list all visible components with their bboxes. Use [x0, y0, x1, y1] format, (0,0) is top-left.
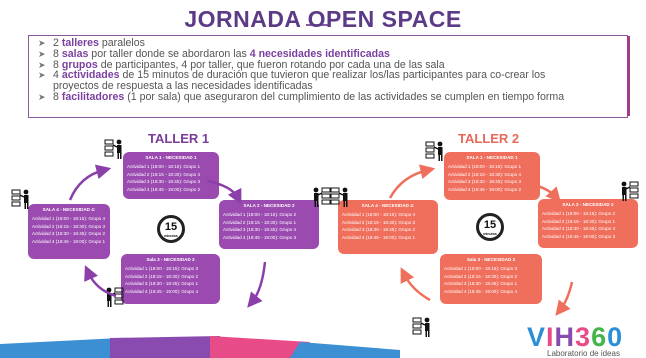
bullet-arrow-icon: ➤: [38, 91, 46, 102]
card-row: Actividad 2 (18:15 - 18:30): Grupo 2: [125, 273, 199, 279]
card-row: Actividad 1 (18:00 - 18:15): Grupo 3: [125, 265, 199, 271]
logo-subtitle: Laboratorio de ideas: [547, 349, 620, 358]
card-row: Actividad 4 (18:45 - 19:00): Grupo 3: [223, 235, 297, 241]
card-row: Actividad 1 (18:00 - 18:15): Grupo 4: [32, 215, 106, 221]
bullet-grupos: ➤8 grupos de participantes, 4 por taller…: [38, 58, 445, 71]
card-row: Actividad 2 (18:15 - 18:30): Grupo 3: [342, 219, 416, 225]
clock-number: 15: [483, 219, 497, 231]
card-row: Actividad 4 (18:45 - 19:00): Grupo 2: [448, 187, 522, 193]
card-row: Actividad 3 (18:30 - 18:45): Grupo 1: [444, 281, 518, 287]
card-row: Actividad 4 (18:45 - 19:00): Grupo 3: [542, 234, 616, 240]
card-row: Actividad 3 (18:30 - 18:45): Grupo 2: [342, 227, 416, 233]
taller1-sala1-card: SALA 1 - NECESIDAD 1 Actividad 1 (18:00 …: [123, 152, 219, 199]
summary-list: ➤2 talleres paralelos ➤8 salas por talle…: [38, 38, 630, 103]
clock-15-icon: 15 minutos: [157, 215, 185, 243]
facilitator-board-icon: [425, 141, 443, 161]
card-row: Actividad 3 (18:30 - 18:45): Grupo 3: [127, 179, 201, 185]
card-row: Actividad 1 (18:00 - 18:15): Grupo 3: [444, 265, 518, 271]
card-row: Actividad 2 (18:15 - 18:30): Grupo 4: [448, 171, 522, 177]
card-header: SALA 2 - NECESIDAD 2: [562, 202, 614, 207]
card-row: Actividad 3 (18:30 - 18:45): Grupo 3: [448, 179, 522, 185]
facilitator-board-icon: [412, 317, 430, 337]
bullet-salas: ➤8 salas por taller donde se abordaron l…: [38, 47, 390, 60]
taller-2-title: TALLER 2: [458, 131, 520, 146]
card-header: Sala 3 - NECESIDAD 3: [146, 257, 195, 262]
card-header: SALA 4 - NECESIDAD 4:: [361, 203, 415, 208]
decorative-banner: [0, 336, 400, 358]
card-header: SALA 1 - NECESIDAD 1: [466, 155, 518, 160]
page-title: JORNADA OPEN SPACE: [184, 6, 462, 32]
cycle-arrow-icon: [527, 181, 561, 203]
taller1-sala4-card: SALA 4 - NECESIDAD 4: Actividad 1 (18:00…: [28, 204, 110, 259]
card-row: Actividad 1 (18:00 - 18:15): Grupo 4: [342, 211, 416, 217]
bullet-arrow-icon: ➤: [38, 70, 46, 81]
card-row: Actividad 4 (18:45 - 19:00): Grupo 4: [444, 289, 518, 295]
summary-box-accent: [627, 36, 630, 116]
bullet-actividades: ➤4 actividades de 15 minutos de duración…: [38, 69, 546, 82]
cycle-arrow-icon: [555, 281, 574, 316]
bullet-talleres: ➤2 talleres paralelos: [38, 37, 145, 49]
clock-unit: minutos: [164, 234, 178, 238]
card-row: Actividad 2 (18:15 - 18:30): Grupo 3: [32, 223, 106, 229]
taller2-sala1-card: SALA 1 - NECESIDAD 1 Actividad 1 (18:00 …: [444, 152, 540, 200]
cycle-arrow-icon: [206, 179, 242, 205]
card-row: Actividad 3 (18:30 - 18:45): Grupo 1: [125, 281, 199, 287]
facilitator-board-icon: [11, 189, 29, 209]
bullet-arrow-icon: ➤: [38, 38, 46, 48]
card-header: Sala 3 - NECESIDAD 3: [466, 257, 516, 262]
card-header: SALA 2 - NECESIDAD 2: [243, 203, 295, 208]
cycle-arrow-icon: [84, 265, 117, 298]
card-row: Actividad 2 (18:15 - 18:30): Grupo 2: [444, 273, 518, 279]
taller1-sala3-card: Sala 3 - NECESIDAD 3 Actividad 1 (18:00 …: [121, 254, 220, 304]
facilitator-board-icon: [104, 139, 122, 159]
bullet-arrow-icon: ➤: [38, 59, 46, 70]
taller2-sala4-card: SALA 4 - NECESIDAD 4: Actividad 1 (18:00…: [338, 200, 438, 254]
facilitator-board-icon: [313, 187, 331, 207]
card-row: Actividad 2 (18:15 - 18:30): Grupo 1: [542, 218, 616, 224]
clock-15-icon: 15 minutos: [476, 213, 504, 241]
card-header: SALA 4 - NECESIDAD 4:: [42, 207, 96, 212]
card-row: Actividad 3 (18:30 - 18:45): Grupo 2: [32, 231, 106, 237]
cycle-arrow-icon: [400, 267, 431, 302]
taller-1-title: TALLER 1: [148, 131, 210, 146]
card-row: Actividad 1 (18:00 - 18:15): Grupo 1: [448, 163, 522, 169]
facilitator-board-icon: [330, 187, 348, 207]
taller2-sala3-card: Sala 3 - NECESIDAD 3 Actividad 1 (18:00 …: [440, 254, 542, 304]
bullet-facilitadores: ➤8 facilitadores (1 por sala) que asegur…: [38, 90, 565, 103]
taller1-sala2-card: SALA 2 - NECESIDAD 2 Actividad 1 (18:00 …: [219, 200, 319, 249]
bullet-actividades-cont: proyectos de respuesta a las necesidades…: [53, 80, 313, 93]
cycle-arrow-icon: [247, 261, 267, 308]
clock-number: 15: [164, 221, 178, 233]
clock-unit: minutos: [483, 232, 497, 236]
logo-text: VIH360: [527, 322, 624, 352]
card-row: Actividad 1 (18:00 - 18:15): Grupo 1: [127, 163, 201, 169]
card-row: Actividad 2 (18:15 - 18:30): Grupo 4: [127, 171, 201, 177]
title-underline-left: [306, 24, 328, 26]
card-row: Actividad 1 (18:00 - 18:15): Grupo 2: [223, 211, 297, 217]
taller2-sala2-card: SALA 2 - NECESIDAD 2 Actividad 1 (18:00 …: [538, 199, 638, 248]
bullet-arrow-icon: ➤: [38, 48, 46, 59]
card-row: Actividad 3 (18:30 - 18:45): Grupo 4: [223, 227, 297, 233]
facilitator-board-icon: [621, 181, 639, 201]
card-row: Actividad 4 (18:45 - 19:00): Grupo 1: [32, 239, 106, 245]
card-row: Actividad 4 (18:45 - 19:00): Grupo 4: [125, 289, 199, 295]
cycle-arrow-icon: [68, 164, 112, 201]
card-header: SALA 1 - NECESIDAD 1: [145, 155, 197, 160]
card-row: Actividad 2 (18:15 - 18:30): Grupo 1: [223, 219, 297, 225]
vih360-logo: VIH360: [527, 322, 623, 353]
cycle-arrow-icon: [388, 164, 436, 199]
card-row: Actividad 1 (18:00 - 18:15): Grupo 2: [542, 210, 616, 216]
card-row: Actividad 4 (18:45 - 19:00): Grupo 2: [127, 187, 201, 193]
card-row: Actividad 4 (18:45 - 19:00): Grupo 1: [342, 235, 416, 241]
card-row: Actividad 3 (18:30 - 18:45): Grupo 4: [542, 226, 616, 232]
